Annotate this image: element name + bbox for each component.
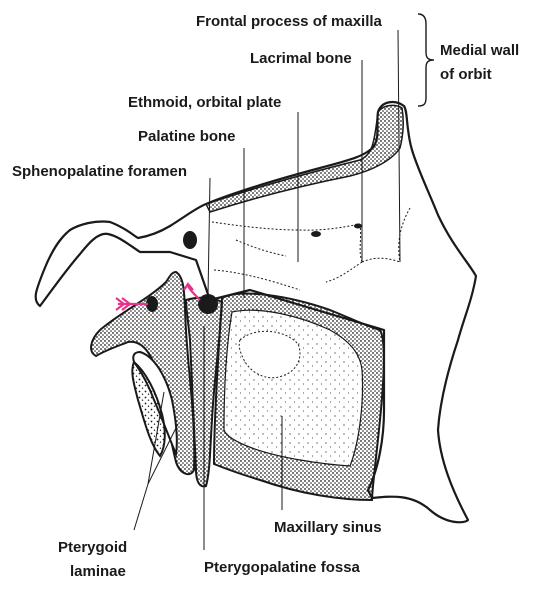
label-pterygopalatine-fossa: Pterygopalatine fossa — [204, 559, 361, 576]
maxillary-sinus-shape — [214, 294, 384, 500]
label-pterygoid-line2: laminae — [70, 563, 126, 580]
label-lacrimal-bone: Lacrimal bone — [250, 50, 352, 67]
label-palatine-bone: Palatine bone — [138, 128, 236, 145]
label-pterygoid-line1: Pterygoid — [58, 539, 127, 556]
label-frontal-process: Frontal process of maxilla — [196, 13, 383, 30]
medial-wall-bracket — [418, 14, 434, 106]
label-sphenopalatine-foramen: Sphenopalatine foramen — [12, 163, 187, 180]
label-maxillary-sinus: Maxillary sinus — [274, 519, 382, 536]
pterygoid-process — [91, 272, 194, 474]
sphenopalatine-foramen-shape — [198, 294, 218, 314]
label-medial-wall-line1: Medial wall — [440, 42, 519, 59]
label-medial-wall-line2: of orbit — [440, 66, 492, 83]
label-ethmoid-orbital-plate: Ethmoid, orbital plate — [128, 94, 281, 111]
